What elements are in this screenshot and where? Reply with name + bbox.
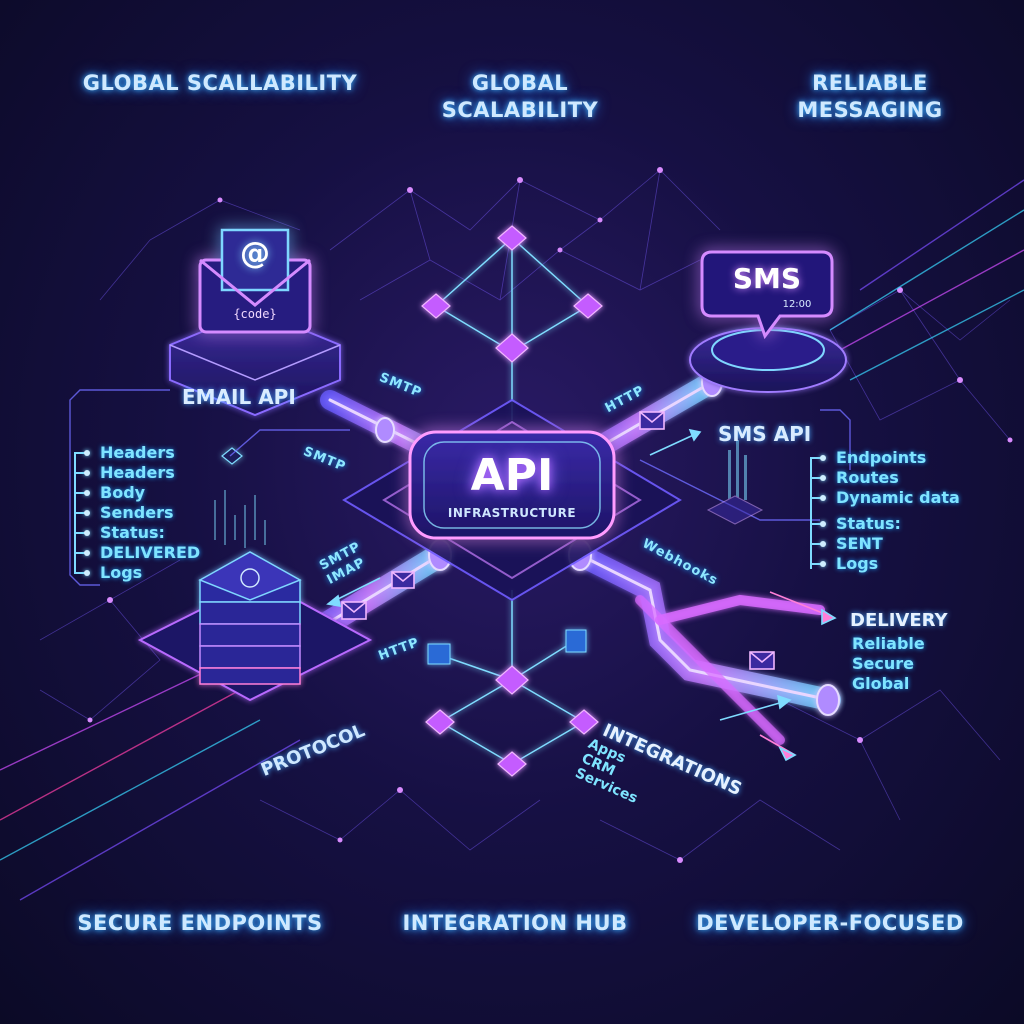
flow-arrows — [326, 428, 837, 762]
node-top-left — [421, 293, 451, 319]
sms-icon-time: 12:00 — [782, 299, 812, 310]
heading-bottom-left: SECURE ENDPOINTS — [77, 911, 323, 935]
node-bottom-right — [569, 709, 599, 735]
node-cube-left — [427, 643, 451, 665]
email-attribute-list: Headers Headers Body Senders Status: DEL… — [73, 443, 200, 583]
email-platform — [169, 308, 341, 417]
node-top-right — [573, 293, 603, 319]
sms-attr-item: SENT — [810, 534, 960, 554]
circuit-traces — [69, 389, 851, 586]
sms-icon-text: SMS — [732, 262, 802, 295]
sms-attr-item: Status: — [810, 514, 960, 534]
delivery-title: DELIVERY — [850, 610, 948, 631]
hub-title: API — [470, 450, 554, 501]
delivery-item: Secure — [852, 654, 914, 673]
server-data-lines — [214, 490, 266, 548]
sms-api-label: SMS API — [718, 422, 812, 446]
heading-top-left: GLOBAL SCALLABILITY — [82, 71, 358, 95]
email-attr-item: Headers — [73, 443, 200, 463]
hub-subtitle: INFRASTRUCTURE — [447, 506, 577, 520]
heading-top-right: RELIABLE MESSAGING — [797, 71, 943, 122]
email-attr-item: Logs — [73, 563, 200, 583]
email-api-label: EMAIL API — [182, 385, 296, 409]
sms-beam — [706, 440, 764, 525]
sms-attr-item: Endpoints — [810, 448, 960, 468]
email-attr-item: Senders — [73, 503, 200, 523]
node-bottom-tip — [497, 751, 527, 777]
email-attr-item: Status: — [73, 523, 200, 543]
hub-connectors — [435, 237, 589, 765]
node-top — [497, 225, 527, 251]
delivery-list: Reliable Secure Global — [852, 634, 925, 694]
streak-lines — [0, 179, 1024, 901]
heading-bottom-center: INTEGRATION HUB — [402, 911, 628, 935]
sms-attr-item: Dynamic data — [810, 488, 960, 508]
sms-attr-item: Logs — [810, 554, 960, 574]
node-cube-right — [565, 629, 587, 653]
node-bottom — [495, 665, 529, 695]
network-nodes — [221, 225, 603, 777]
envelope-packets — [341, 411, 775, 670]
sms-platform — [689, 327, 847, 393]
email-attr-item: Headers — [73, 463, 200, 483]
heading-bottom-right: DEVELOPER-FOCUSED — [696, 911, 964, 935]
heading-top-center: GLOBAL SCALABILITY — [441, 71, 599, 122]
sms-attribute-list: Endpoints Routes Dynamic data Status: SE… — [810, 448, 960, 574]
server-stack — [137, 551, 373, 702]
sms-attr-item: Routes — [810, 468, 960, 488]
node-bottom-left — [425, 709, 455, 735]
delivery-item: Reliable — [852, 634, 925, 653]
api-hub — [342, 398, 682, 602]
node-mid — [495, 333, 529, 363]
email-code-label: {code} — [233, 307, 277, 321]
sms-icon — [700, 250, 834, 340]
email-attr-item: Body — [73, 483, 200, 503]
email-icon — [198, 228, 312, 334]
node-left-small — [221, 447, 243, 465]
background-dots — [87, 167, 1013, 863]
email-at-symbol: @ — [240, 236, 270, 271]
email-attr-item: DELIVERED — [73, 543, 200, 563]
delivery-item: Global — [852, 674, 910, 693]
